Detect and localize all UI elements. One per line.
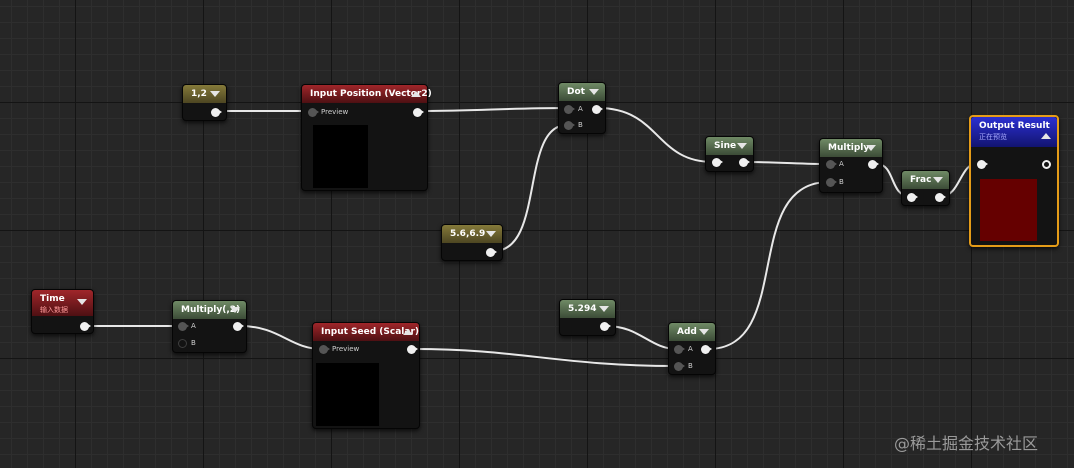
preview-image <box>316 363 379 426</box>
wire-add-to-multiply-b <box>707 181 830 350</box>
add-node[interactable]: Add A B <box>668 322 716 375</box>
output-pin[interactable] <box>486 248 497 257</box>
input-pin-a[interactable] <box>674 345 685 354</box>
node-header[interactable]: Add <box>669 323 715 341</box>
input-pin-a[interactable] <box>826 160 837 169</box>
preview-pin-label: Preview <box>321 108 349 116</box>
sine-node[interactable]: Sine <box>705 136 754 172</box>
pin-a-label: A <box>191 322 196 330</box>
node-header[interactable]: Frac <box>902 171 949 189</box>
collapse-arrow-icon[interactable] <box>699 329 709 335</box>
preview-image <box>313 125 368 188</box>
collapse-arrow-icon[interactable] <box>737 143 747 149</box>
output-pin[interactable] <box>1042 160 1051 169</box>
collapse-arrow-icon[interactable] <box>411 91 421 97</box>
collapse-arrow-icon[interactable] <box>1041 133 1051 139</box>
dot-node[interactable]: Dot A B <box>558 82 606 134</box>
output-pin[interactable] <box>592 105 603 114</box>
node-header[interactable]: Input Position (Vector2) <box>302 85 432 103</box>
input-pin[interactable] <box>977 160 988 169</box>
pin-b-label: B <box>578 121 583 129</box>
preview-input-pin[interactable] <box>319 345 330 354</box>
preview-pin-label: Preview <box>332 345 360 353</box>
collapse-arrow-icon[interactable] <box>866 145 876 151</box>
preview-image <box>980 179 1037 241</box>
collapse-arrow-icon[interactable] <box>589 89 599 95</box>
node-subtitle: 正在预览 <box>979 133 1007 141</box>
collapse-arrow-icon[interactable] <box>210 91 220 97</box>
node-header[interactable]: Input Seed (Scalar) <box>313 323 419 341</box>
wire-multiply2-to-seed <box>239 325 323 350</box>
input-pin-b[interactable] <box>826 178 837 187</box>
node-header[interactable]: 5.294 <box>560 300 615 318</box>
preview-input-pin[interactable] <box>308 108 319 117</box>
pin-a-label: A <box>688 345 693 353</box>
output-pin[interactable] <box>413 108 424 117</box>
input-pin-b[interactable] <box>178 339 187 348</box>
input-pin[interactable] <box>907 193 918 202</box>
output-pin[interactable] <box>407 345 418 354</box>
node-header[interactable]: Sine <box>706 137 753 155</box>
collapse-arrow-icon[interactable] <box>933 177 943 183</box>
collapse-arrow-icon[interactable] <box>230 307 240 313</box>
pin-b-label: B <box>191 339 196 347</box>
input-position-node[interactable]: Input Position (Vector2) Preview <box>301 84 432 191</box>
wire-dot-to-sine <box>597 107 714 163</box>
output-pin[interactable] <box>739 158 750 167</box>
node-header[interactable]: Dot <box>559 83 605 101</box>
output-pin[interactable] <box>233 322 244 331</box>
wire-sine-to-multiply-a <box>744 161 830 165</box>
constant-node-5-294[interactable]: 5.294 <box>559 299 616 336</box>
output-pin[interactable] <box>935 193 946 202</box>
collapse-arrow-icon[interactable] <box>486 231 496 237</box>
pin-b-label: B <box>839 178 844 186</box>
wire-const5294-to-add-a <box>605 325 678 350</box>
node-subtitle: 输入数据 <box>40 306 68 314</box>
output-pin[interactable] <box>701 345 712 354</box>
input-pin-a[interactable] <box>564 105 575 114</box>
node-header[interactable]: 1,2 <box>183 85 226 103</box>
node-header[interactable]: Multiply(,2) <box>173 301 246 319</box>
multiply-node[interactable]: Multiply A B <box>819 138 883 193</box>
node-header[interactable]: Multiply <box>820 139 882 157</box>
output-pin[interactable] <box>211 108 222 117</box>
node-header[interactable]: 5.6,6.9 <box>442 225 502 243</box>
input-pin[interactable] <box>712 158 723 167</box>
wire-const569-to-dot-b <box>493 124 568 252</box>
collapse-arrow-icon[interactable] <box>403 329 413 335</box>
constant-node-1-2[interactable]: 1,2 <box>182 84 227 121</box>
output-pin[interactable] <box>868 160 879 169</box>
watermark: @稀土掘金技术社区 <box>894 434 1039 453</box>
wire-position-to-dot-a <box>419 107 568 112</box>
collapse-arrow-icon[interactable] <box>599 306 609 312</box>
output-pin[interactable] <box>80 322 91 331</box>
collapse-arrow-icon[interactable] <box>77 299 87 305</box>
input-seed-node[interactable]: Input Seed (Scalar) Preview <box>312 322 420 429</box>
frac-node[interactable]: Frac <box>901 170 950 206</box>
output-pin[interactable] <box>600 322 611 331</box>
input-pin-a[interactable] <box>178 322 189 331</box>
pin-a-label: A <box>839 160 844 168</box>
constant-node-5-6-6-9[interactable]: 5.6,6.9 <box>441 224 503 261</box>
wire-seed-to-add-b <box>413 348 678 367</box>
pin-b-label: B <box>688 362 693 370</box>
input-pin-b[interactable] <box>564 121 575 130</box>
input-pin-b[interactable] <box>674 362 685 371</box>
multiply-2-node[interactable]: Multiply(,2) A B <box>172 300 247 353</box>
pin-a-label: A <box>578 105 583 113</box>
